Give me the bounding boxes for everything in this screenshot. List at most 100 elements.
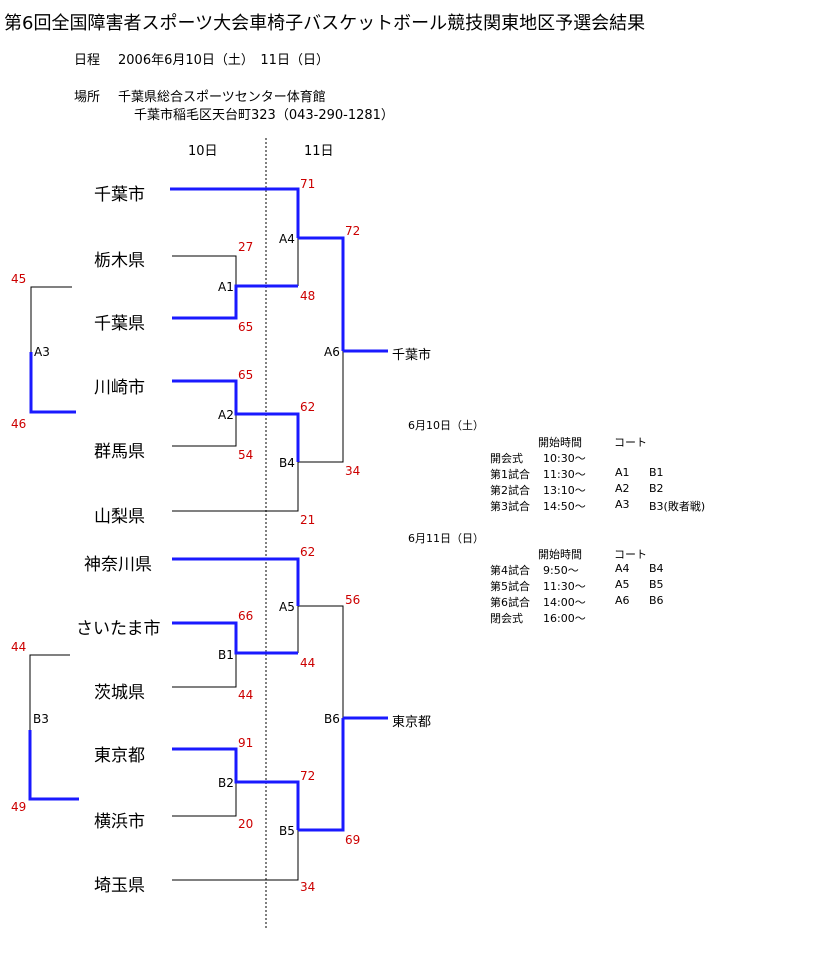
game-b2-label: B2 <box>218 776 234 790</box>
line-b3-top <box>29 654 70 730</box>
day1-row-court2: B2 <box>649 482 664 495</box>
score-b1-top: 66 <box>238 609 254 623</box>
day2-date: 6月11日（日） <box>408 532 484 545</box>
venue-address: 千葉市稲毛区天台町323（043-290-1281） <box>134 108 394 123</box>
team-saitamaken: 埼玉県 <box>94 876 145 896</box>
score-a3-top: 45 <box>11 272 27 286</box>
score-a5-bottom: 44 <box>300 656 316 670</box>
day1-row-time: 13:10～ <box>543 484 586 497</box>
score-a4-top: 71 <box>300 177 316 191</box>
team-kanagawa: 神奈川県 <box>84 555 152 575</box>
day2-row-time: 9:50～ <box>543 564 579 577</box>
game-a2-label: A2 <box>218 408 234 422</box>
day1-row-court2: B1 <box>649 466 664 479</box>
game-a1-label: A1 <box>218 280 234 294</box>
day2-row-time: 14:00～ <box>543 596 586 609</box>
day2-row-court2: B4 <box>649 562 664 575</box>
winner-b6: 東京都 <box>392 715 432 730</box>
day2-row-court2: B6 <box>649 594 664 607</box>
day2-row-court2: B5 <box>649 578 664 591</box>
team-gunma: 群馬県 <box>94 442 145 462</box>
day2-col-time: 開始時間 <box>538 548 582 561</box>
day1-row-time: 10:30～ <box>543 452 586 465</box>
win-a3 <box>29 352 76 414</box>
day1-row-name: 第1試合 <box>490 468 530 481</box>
line-b6-top <box>298 605 344 718</box>
day2-row-name: 第4試合 <box>490 564 530 577</box>
score-b3-top: 44 <box>11 640 27 654</box>
game-b3-label: B3 <box>33 712 49 726</box>
win-kawasaki-a2-b4 <box>172 379 300 462</box>
win-b5-b6 <box>298 718 345 832</box>
line-b4-yamanashi <box>172 462 299 512</box>
win-tokyo-b2-b5 <box>172 747 300 830</box>
schedule-value: 2006年6月10日（土） 11日（日） <box>118 53 329 68</box>
day-header-10: 10日 <box>188 144 218 159</box>
score-a1-top: 27 <box>238 240 254 254</box>
day1-date: 6月10日（土） <box>408 419 484 432</box>
score-a2-top: 65 <box>238 368 254 382</box>
day-header-11: 11日 <box>304 144 334 159</box>
game-a6-label: A6 <box>324 345 340 359</box>
team-yamanashi: 山梨県 <box>94 507 145 527</box>
line-b1-ibaraki <box>172 653 237 688</box>
win-chibaken-a1 <box>172 284 298 320</box>
day1-row-time: 11:30～ <box>543 468 586 481</box>
team-yokohama: 横浜市 <box>94 812 145 832</box>
team-tokyo: 東京都 <box>94 746 145 766</box>
day2-row-time: 11:30～ <box>543 580 586 593</box>
venue-name: 千葉県総合スポーツセンター体育館 <box>118 90 326 105</box>
day2-row-name: 第6試合 <box>490 596 530 609</box>
win-b3 <box>28 730 79 801</box>
day1-col-time: 開始時間 <box>538 436 582 449</box>
day2-col-court: コート <box>614 548 647 561</box>
line-a2-gunma <box>172 414 237 447</box>
score-b5-bottom: 34 <box>300 880 316 894</box>
day2-row-name: 閉会式 <box>490 612 523 625</box>
win-a4-a6 <box>298 236 345 351</box>
line-b5-saitama <box>172 830 299 881</box>
game-b6-label: B6 <box>324 712 340 726</box>
day1-row-name: 開会式 <box>490 452 523 465</box>
win-chibashi-a4 <box>170 187 300 238</box>
schedule-label: 日程 <box>74 53 101 68</box>
score-b6-bottom: 69 <box>345 833 361 847</box>
day1-row-court1: A1 <box>615 466 630 479</box>
score-b5-top: 72 <box>300 769 316 783</box>
score-a1-bottom: 65 <box>238 320 254 334</box>
day2-row-name: 第5試合 <box>490 580 530 593</box>
game-a3-label: A3 <box>34 345 50 359</box>
day1-row-name: 第3試合 <box>490 500 530 513</box>
day1-col-court: コート <box>614 436 647 449</box>
score-b4-top: 62 <box>300 400 316 414</box>
score-a6-top: 72 <box>345 224 361 238</box>
score-b4-bottom: 21 <box>300 513 316 527</box>
day1-row-court2: B3(敗者戦) <box>649 500 706 513</box>
score-b6-top: 56 <box>345 593 361 607</box>
day1-row-court1: A3 <box>615 498 630 511</box>
game-b4-label: B4 <box>279 456 295 470</box>
score-a3-bottom: 46 <box>11 417 27 431</box>
day1-row-court1: A2 <box>615 482 630 495</box>
score-a5-top: 62 <box>300 545 316 559</box>
score-b2-top: 91 <box>238 736 254 750</box>
day2-row-court1: A5 <box>615 578 630 591</box>
win-kanagawa-a5 <box>172 557 300 606</box>
game-a4-label: A4 <box>279 232 295 246</box>
game-b1-label: B1 <box>218 648 234 662</box>
venue-label: 場所 <box>74 90 101 105</box>
day2-row-time: 16:00～ <box>543 612 586 625</box>
team-chibashi: 千葉市 <box>94 185 145 205</box>
score-b2-bottom: 20 <box>238 817 254 831</box>
team-chibaken: 千葉県 <box>94 314 145 334</box>
team-tochigi: 栃木県 <box>94 251 145 271</box>
team-ibaraki: 茨城県 <box>94 683 145 703</box>
score-b3-bottom: 49 <box>11 800 27 814</box>
score-a6-bottom: 34 <box>345 464 361 478</box>
day2-row-court1: A4 <box>615 562 630 575</box>
score-a2-bottom: 54 <box>238 448 254 462</box>
team-kawasaki: 川崎市 <box>94 378 145 398</box>
game-b5-label: B5 <box>279 824 295 838</box>
line-a6-bottom <box>298 351 344 463</box>
day1-row-name: 第2試合 <box>490 484 530 497</box>
